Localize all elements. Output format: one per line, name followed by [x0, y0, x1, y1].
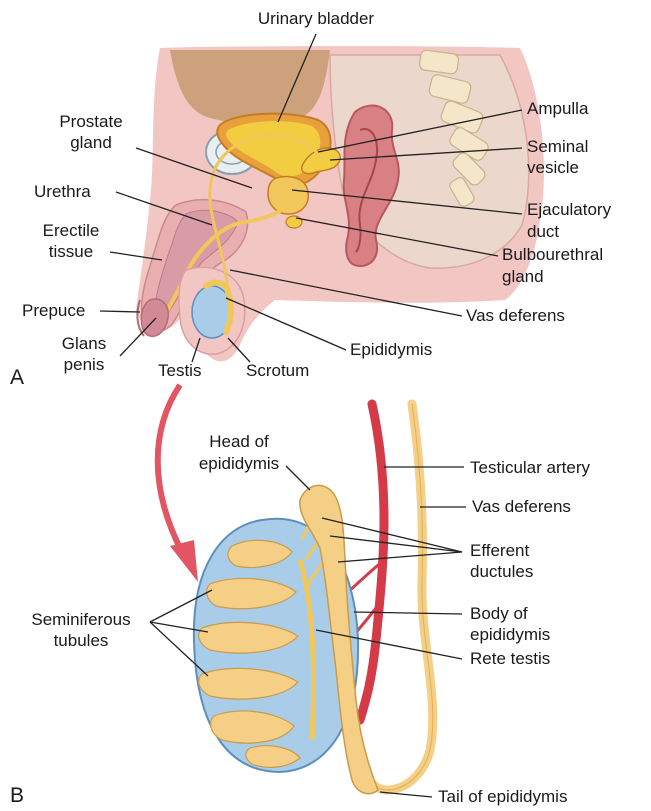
label-ampulla: Ampulla [527, 99, 588, 119]
label-glans-penis-line2: penis [48, 355, 120, 375]
prostate-gland [268, 177, 308, 214]
label-epididymis-a: Epididymis [350, 340, 432, 360]
label-testicular-artery: Testicular artery [470, 458, 590, 478]
label-glans-penis-line1: Glans [48, 334, 120, 354]
label-prostate-gland-line2: gland [42, 133, 140, 153]
label-body-of-epididymis-line1: Body of [470, 604, 528, 624]
label-seminal-vesicle-line2: vesicle [527, 158, 579, 178]
label-scrotum: Scrotum [246, 361, 309, 381]
label-vas-deferens-a: Vas deferens [466, 306, 565, 326]
label-prostate-gland-line1: Prostate [42, 112, 140, 132]
label-erectile-tissue-line2: tissue [30, 242, 112, 262]
zoom-arrow [158, 385, 198, 582]
label-erectile-tissue-line1: Erectile [30, 221, 112, 241]
label-ejaculatory-duct-line2: duct [527, 222, 559, 242]
label-seminal-vesicle-line1: Seminal [527, 137, 588, 157]
label-rete-testis: Rete testis [470, 649, 550, 669]
panel-a-letter: A [10, 368, 24, 388]
label-efferent-ductules-line2: ductules [470, 562, 533, 582]
label-vas-deferens-b: Vas deferens [472, 497, 571, 517]
label-urinary-bladder: Urinary bladder [256, 9, 376, 29]
label-testis-a: Testis [158, 361, 201, 381]
label-tail-of-epididymis: Tail of epididymis [438, 787, 567, 807]
label-seminiferous-tubules-line2: tubules [16, 631, 146, 651]
label-prepuce: Prepuce [22, 301, 85, 321]
label-ejaculatory-duct-line1: Ejaculatory [527, 200, 611, 220]
label-efferent-ductules-line1: Efferent [470, 541, 529, 561]
label-urethra: Urethra [34, 182, 91, 202]
label-head-of-epididymis-line2: epididymis [184, 454, 294, 474]
label-bulbourethral-gland-line1: Bulbourethral [502, 245, 603, 265]
panel-b-letter: B [10, 786, 24, 806]
bulbourethral-gland [286, 216, 302, 228]
label-body-of-epididymis-line2: epididymis [470, 625, 550, 645]
label-seminiferous-tubules-line1: Seminiferous [16, 610, 146, 630]
label-head-of-epididymis-line1: Head of [184, 432, 294, 452]
label-bulbourethral-gland-line2: gland [502, 267, 544, 287]
